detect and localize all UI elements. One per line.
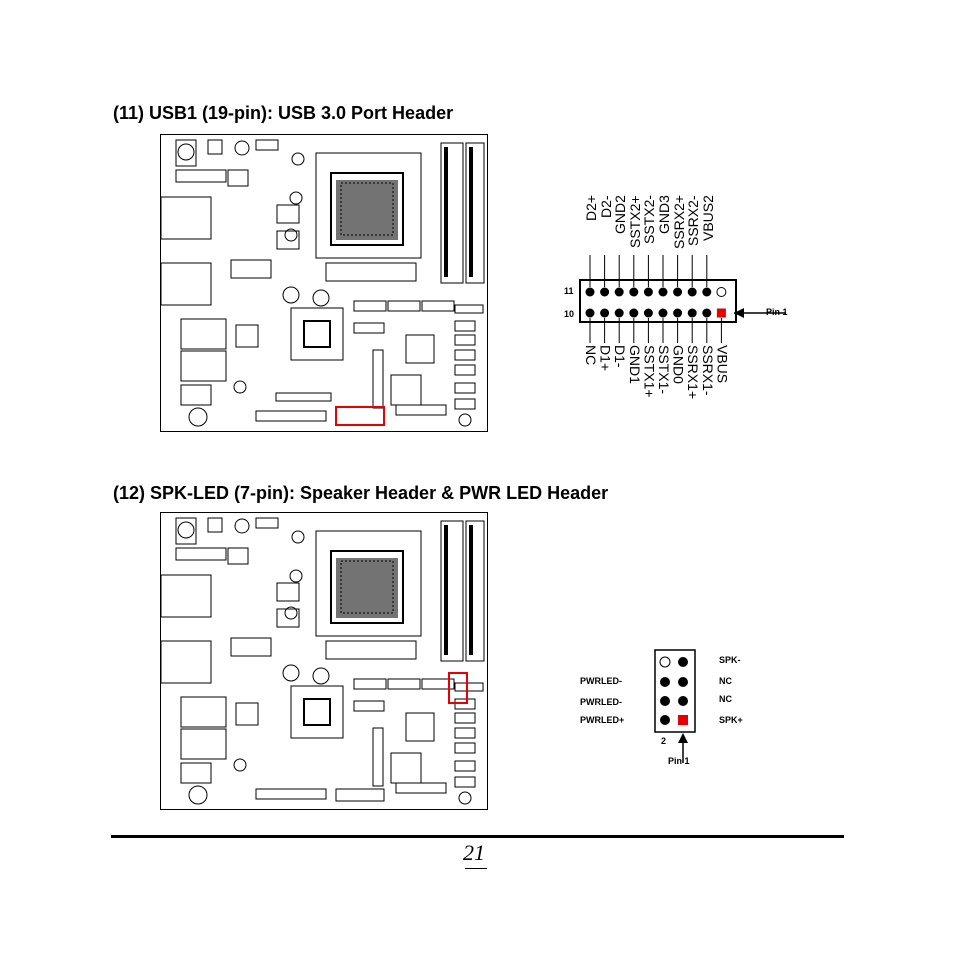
section-11-heading: (11) USB1 (19-pin): USB 3.0 Port Header: [113, 103, 454, 123]
usb-pin-bottom: [658, 308, 668, 318]
pin2-label: 2: [661, 736, 667, 746]
usb-bottom-pin-label: D1+: [597, 345, 614, 372]
spk-key-pin: [659, 656, 671, 668]
left-label-3: PWRLED+: [580, 715, 625, 725]
page-number-underline: [465, 868, 487, 869]
usb-pin-top: [673, 287, 683, 297]
right-label-3: NC: [719, 694, 732, 704]
spk-led-header-highlight: [448, 672, 468, 704]
usb-pin-top: [702, 287, 712, 297]
usb-pin-bottom: [702, 308, 712, 318]
usb-bottom-pin-label: GND0: [670, 345, 687, 384]
usb-bottom-pin-label: SSRX1-: [699, 345, 716, 396]
left-label-1: PWRLED-: [580, 676, 622, 686]
usb-pin-bottom: [629, 308, 639, 318]
usb-pin1-label: Pin 1: [766, 307, 788, 317]
usb-bottom-pin-label: SSTX1-: [656, 345, 672, 395]
usb-header-outline: [579, 279, 737, 323]
usb-top-pin-label: SSTX2-: [641, 195, 658, 245]
left-label-2: PWRLED-: [580, 697, 622, 707]
usb-bottom-pin-label: D1-: [612, 345, 629, 368]
usb-bottom-pin-label: NC: [583, 345, 599, 366]
spk-pin: [678, 677, 688, 687]
right-label-2: NC: [719, 676, 732, 686]
usb-pin-top: [585, 287, 595, 297]
usb-pin-top: [658, 287, 668, 297]
usb-pin-bottom: [643, 308, 653, 318]
spk-led-pinout-diagram: PWRLED- PWRLED- PWRLED+ SPK- NC NC SPK+ …: [570, 645, 770, 770]
spk-header-outline: [654, 649, 696, 733]
usb-top-pin-label: VBUS2: [699, 195, 716, 241]
usb-bottom-pin-label: SSRX1+: [685, 345, 702, 400]
spk-pin: [660, 715, 670, 725]
motherboard-drawing: [160, 517, 485, 805]
footer-rule: [111, 835, 844, 838]
usb1-header-highlight: [335, 406, 385, 426]
spk-pin: [678, 657, 688, 667]
usb-bottom-pin-label: VBUS: [714, 345, 731, 384]
usb-top-pin-label: SSRX2-: [685, 195, 702, 246]
usb-key-pin: [716, 287, 727, 297]
usb-top-pin-label: D2+: [583, 195, 599, 222]
motherboard-layout-spk: [160, 512, 488, 810]
section-12-heading: (12) SPK-LED (7-pin): Speaker Header & P…: [113, 483, 609, 503]
usb-pin-top: [687, 287, 697, 297]
usb-pin-top: [643, 287, 653, 297]
spk-pin1-square: [678, 715, 688, 725]
usb-pin-top: [629, 287, 639, 297]
usb-pin-bottom: [673, 308, 683, 318]
spk-pin: [678, 696, 688, 706]
page-number: 21: [463, 840, 485, 865]
right-label-1: SPK-: [719, 655, 741, 665]
usb-pin-bottom: [600, 308, 610, 318]
usb-top-pin-label: GND2: [612, 195, 629, 234]
usb-top-pin-label: GND3: [656, 195, 672, 234]
usb-pin-bottom: [687, 308, 697, 318]
usb-pin-top: [614, 287, 624, 297]
usb-pin-bottom: [614, 308, 624, 318]
usb-pin-top: [600, 287, 610, 297]
spk-pin: [660, 696, 670, 706]
right-label-4: SPK+: [719, 715, 743, 725]
motherboard-layout-usb: [160, 134, 488, 432]
usb-pin-bottom: [585, 308, 595, 318]
spk-pin1-label: Pin 1: [668, 756, 690, 766]
usb-bottom-pin-label: GND1: [626, 345, 643, 384]
spk-pin: [660, 677, 670, 687]
usb-pin1-square: [716, 308, 726, 318]
usb-bottom-pin-label: SSTX1+: [641, 345, 658, 398]
row-label-11: 11: [564, 286, 574, 296]
row-label-10: 10: [564, 309, 575, 319]
motherboard-drawing: [160, 139, 485, 427]
